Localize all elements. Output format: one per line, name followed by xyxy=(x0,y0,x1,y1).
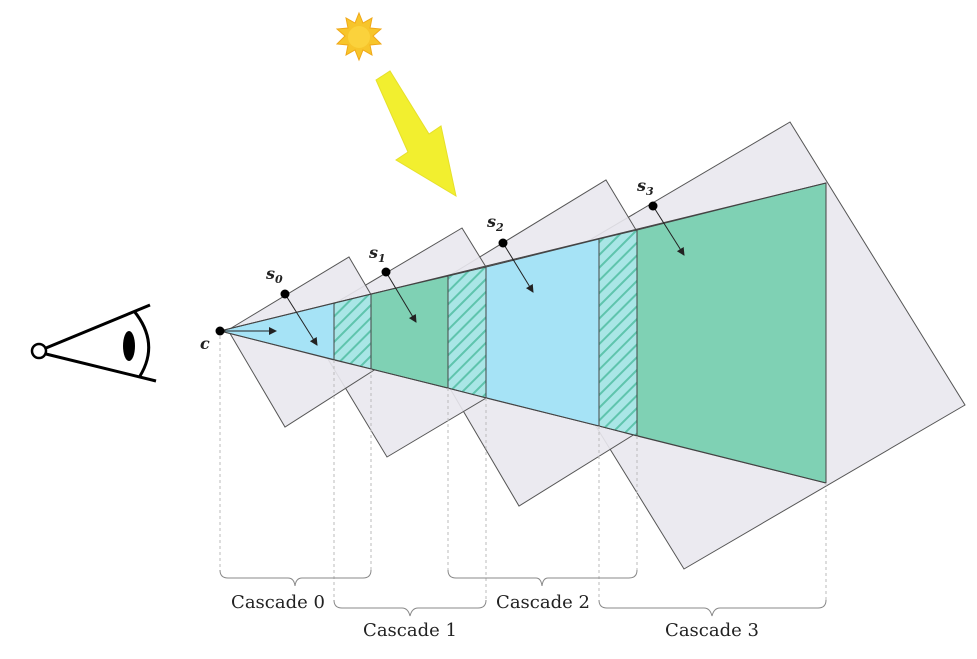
cascade-0-label: Cascade 0 xyxy=(231,592,325,613)
split-point-1 xyxy=(381,267,391,277)
split-arrow-1 xyxy=(385,271,417,323)
frustum-overlap-1 xyxy=(447,266,487,399)
frustum-slice-2 xyxy=(485,238,600,427)
eye-icon xyxy=(30,303,157,383)
sun-icon xyxy=(335,11,383,62)
cascade-0-brace xyxy=(219,569,372,587)
cascade-1-brace xyxy=(333,599,487,617)
split-label-0: s0 xyxy=(265,264,283,286)
split-label-2: s2 xyxy=(486,212,504,234)
frustum-overlap-2 xyxy=(598,229,638,437)
cascade-2-label: Cascade 2 xyxy=(496,592,590,613)
frustum-slice-1 xyxy=(370,275,449,389)
cascade-3-label: Cascade 3 xyxy=(665,620,759,641)
split-arrow-2 xyxy=(502,242,534,293)
split-point-2 xyxy=(498,238,508,248)
split-label-3: s3 xyxy=(636,176,654,198)
frustum-slice-3 xyxy=(636,182,827,484)
split-point-0 xyxy=(280,289,290,299)
split-point-3 xyxy=(648,201,658,211)
cascade-1-label: Cascade 1 xyxy=(363,620,457,641)
light-direction-arrow xyxy=(375,70,457,198)
frustum-overlap-0 xyxy=(333,293,372,370)
cascade-2-brace xyxy=(447,569,638,587)
split-arrow-0 xyxy=(284,293,318,346)
split-arrow-3 xyxy=(652,205,685,256)
split-label-1: s1 xyxy=(368,243,386,265)
projection-lines xyxy=(219,336,827,600)
camera-point xyxy=(215,326,225,336)
camera-label: c xyxy=(200,334,210,353)
cascade-3-brace xyxy=(598,599,827,617)
